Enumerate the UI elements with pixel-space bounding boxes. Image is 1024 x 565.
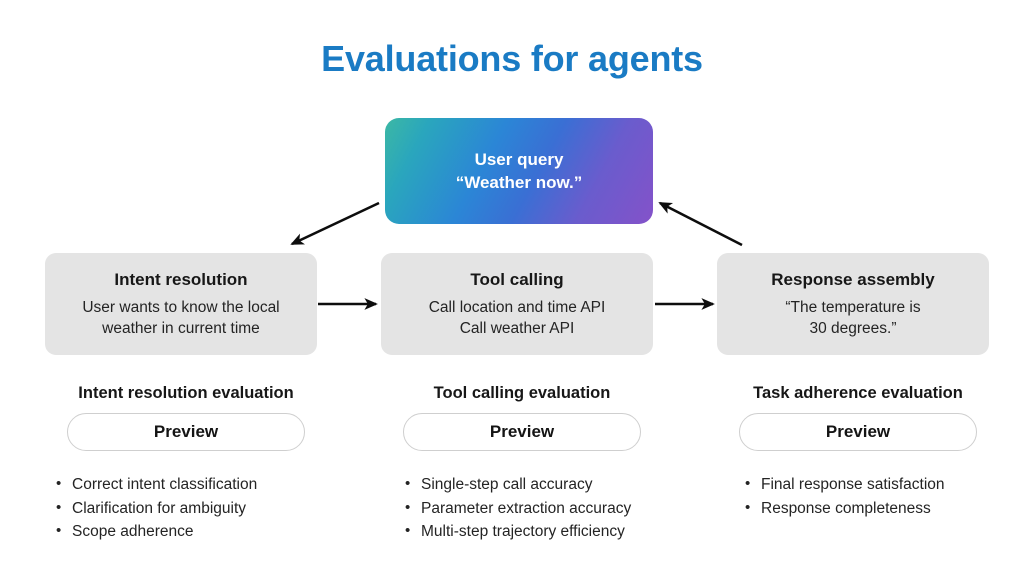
page-title: Evaluations for agents [321, 38, 703, 79]
evaluation-column-tool-calling: Tool calling evaluation Preview Single-s… [372, 384, 672, 544]
stage-box-intent-resolution: Intent resolution User wants to know the… [45, 253, 317, 355]
list-item: Parameter extraction accuracy [390, 496, 672, 521]
user-query-box: User query “Weather now.” [385, 118, 653, 224]
stage-body-line: 30 degrees.” [809, 319, 897, 337]
list-item: Correct intent classification [41, 472, 336, 497]
arrow-query-to-intent [290, 201, 380, 246]
list-item: Final response satisfaction [730, 472, 1008, 497]
list-item: Clarification for ambiguity [41, 496, 336, 521]
stage-body: User wants to know the local weather in … [82, 297, 279, 339]
stage-body: “The temperature is 30 degrees.” [785, 297, 920, 339]
list-item: Single-step call accuracy [390, 472, 672, 497]
evaluation-heading: Tool calling evaluation [433, 384, 611, 402]
preview-badge[interactable]: Preview [403, 413, 641, 451]
evaluation-heading: Task adherence evaluation [753, 384, 963, 402]
evaluation-bullet-list: Single-step call accuracy Parameter extr… [390, 472, 672, 544]
stage-body: Call location and time API Call weather … [429, 297, 606, 339]
stage-body-line: Call location and time API [428, 298, 606, 316]
stage-body-line: weather in current time [102, 319, 260, 337]
list-item: Scope adherence [41, 519, 336, 544]
evaluation-heading: Intent resolution evaluation [78, 384, 294, 402]
stage-title: Response assembly [771, 269, 935, 289]
stage-body-line: “The temperature is [785, 298, 921, 316]
evaluation-column-intent-resolution: Intent resolution evaluation Preview Cor… [36, 384, 336, 544]
evaluation-bullet-list: Correct intent classification Clarificat… [41, 472, 336, 544]
user-query-quote: “Weather now.” [455, 173, 583, 192]
stage-body-line: Call weather API [459, 319, 575, 337]
evaluation-bullet-list: Final response satisfaction Response com… [730, 472, 1008, 521]
user-query-label: User query [474, 150, 564, 169]
stage-box-response-assembly: Response assembly “The temperature is 30… [717, 253, 989, 355]
stage-title: Intent resolution [114, 269, 248, 289]
evaluation-column-task-adherence: Task adherence evaluation Preview Final … [708, 384, 1008, 520]
stage-box-tool-calling: Tool calling Call location and time API … [381, 253, 653, 355]
stage-title: Tool calling [470, 269, 564, 289]
arrow-response-to-query [658, 201, 743, 247]
preview-badge[interactable]: Preview [739, 413, 977, 451]
list-item: Response completeness [730, 496, 1008, 521]
preview-badge[interactable]: Preview [67, 413, 305, 451]
stage-body-line: User wants to know the local [82, 298, 280, 316]
list-item: Multi-step trajectory efficiency [390, 519, 672, 544]
